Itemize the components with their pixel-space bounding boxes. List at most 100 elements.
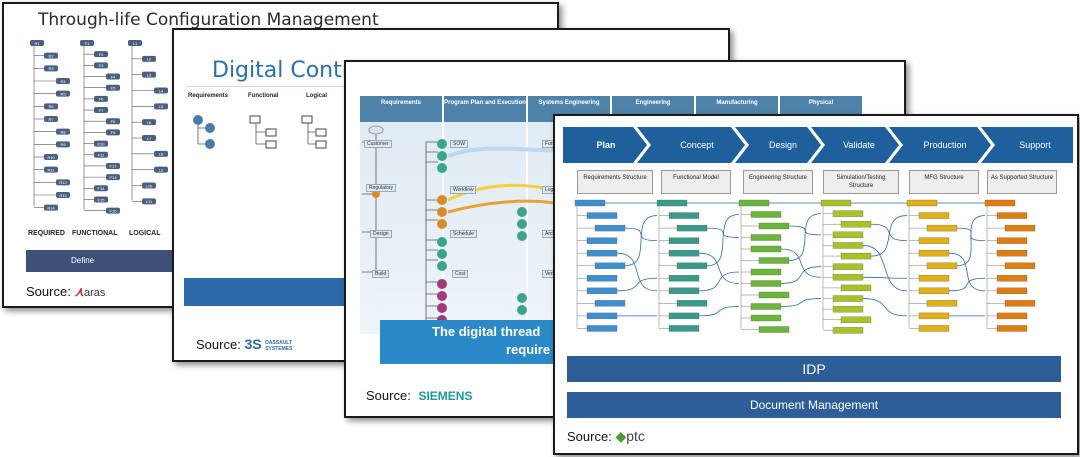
slide1-node — [106, 129, 120, 136]
slide2-blue-band — [184, 278, 356, 306]
slide2-col-requirements: Requirements — [188, 93, 229, 99]
slide1-node-label: R14 — [47, 205, 55, 210]
slide3-column-header: Requirements — [360, 96, 442, 122]
structure-node — [750, 314, 782, 322]
slide1-node — [128, 40, 142, 46]
structure-node — [926, 224, 958, 232]
slide3-node-label: Cost — [452, 270, 469, 278]
category-requirements-structure: Requirements Structure — [577, 170, 653, 194]
slide2-source-label: Source: — [196, 337, 241, 352]
slide1-node-label: L3 — [147, 72, 152, 77]
slide1-node-label: F13 — [110, 175, 118, 180]
slide1-title: Through-life Configuration Management — [38, 10, 379, 30]
structure-node — [996, 237, 1028, 244]
slide4-source: Source: ◆ptc — [567, 428, 645, 445]
slide2-col-logical: Logical — [306, 93, 328, 99]
structure-node — [586, 237, 618, 244]
siemens-logo-text: SIEMENS — [418, 389, 473, 403]
structure-node — [586, 325, 618, 332]
slide3-digital-thread-banner: The digital thread require — [380, 320, 580, 364]
structure-node — [668, 325, 700, 332]
slide1-node-label: L10 — [146, 183, 153, 188]
slide1-node-label: F5 — [111, 86, 116, 91]
slide1-node — [142, 55, 156, 62]
structure-node — [656, 199, 688, 207]
structure-node — [586, 212, 618, 219]
structure-node — [668, 287, 700, 294]
structure-node — [996, 287, 1028, 294]
category-engineering-structure: Engineering Structure — [743, 170, 813, 194]
structure-node — [574, 199, 606, 207]
structure-node — [758, 222, 790, 230]
dassault-logo-icon: 3S — [244, 336, 262, 352]
dassault-logo-text: DASSAULT SYSTEMES — [265, 340, 292, 352]
slide1-node-label: R13 — [59, 193, 67, 198]
slide1-node — [80, 40, 94, 46]
structure-node — [996, 325, 1028, 332]
structure-node — [918, 237, 950, 244]
structure-node — [668, 250, 700, 257]
slide3-node-label: SOW — [450, 140, 468, 148]
structure-node — [668, 312, 700, 320]
structure-node — [750, 303, 782, 310]
slide1-node-label: F12 — [110, 164, 118, 169]
slide1-node — [94, 62, 108, 69]
slide1-node-label: L2 — [147, 57, 152, 62]
slide1-node-label: R1 — [34, 41, 40, 46]
slide1-node-label: F1 — [85, 41, 90, 46]
slide1-node — [142, 135, 156, 141]
slide1-node-label: F8 — [111, 119, 116, 124]
slide1-node — [44, 204, 58, 211]
slide2-tree-diagram — [193, 115, 327, 149]
slide1-source-label: Source: — [26, 284, 71, 299]
slide1-node-label: L5 — [159, 104, 164, 109]
slide1-node — [56, 90, 70, 97]
structure-node — [750, 280, 782, 287]
slide1-node-label: F2 — [99, 52, 104, 57]
category-as-supported-structure: As Supported Structure — [987, 170, 1057, 194]
slide1-node-label: R6 — [48, 104, 54, 109]
slide3-node-label: Customer — [364, 140, 392, 148]
slide3-thread-diagram — [362, 125, 556, 342]
slide1-node-label: F15 — [98, 197, 106, 202]
slide1-node — [94, 196, 108, 203]
phase-design: Design — [768, 140, 797, 150]
phase-production: Production — [923, 140, 967, 150]
dassault-logo-line1: DASSAULT — [265, 339, 293, 346]
slide4-phase-chevrons — [563, 127, 1073, 163]
slide1-node-label: F9 — [111, 130, 116, 135]
structure-node — [1004, 224, 1036, 232]
slide1-node-label: F14 — [98, 186, 106, 191]
slide1-node — [154, 166, 168, 173]
category-functional-model: Functional Model — [661, 170, 731, 194]
structure-node — [918, 312, 950, 320]
structure-node — [676, 300, 708, 307]
slide1-node — [44, 166, 58, 173]
slide1-node — [56, 128, 70, 135]
slide1-node — [94, 107, 108, 114]
structure-node — [926, 300, 958, 307]
slide1-col-required: REQUIRED — [28, 230, 65, 237]
phase-plan: Plan — [596, 140, 616, 150]
structure-node — [840, 316, 872, 323]
structure-node — [594, 262, 626, 269]
structure-node — [906, 199, 938, 207]
slide1-node-label: F6 — [99, 97, 104, 102]
slide3-source: Source: SIEMENS — [366, 388, 472, 403]
slide1-node — [154, 87, 168, 94]
slide1-col-logical: LOGICAL — [129, 230, 161, 237]
slide1-node-label: L9 — [159, 167, 164, 172]
slide1-node-label: R11 — [47, 167, 55, 172]
structure-node — [668, 237, 700, 244]
structure-node — [668, 275, 700, 282]
structure-node — [832, 263, 864, 270]
slide1-node-label: L6 — [147, 120, 152, 125]
slide3-node-label: Schedule — [450, 230, 477, 238]
slide1-node — [44, 65, 58, 72]
structure-node — [918, 250, 950, 257]
structure-node — [918, 212, 950, 219]
slide1-node — [154, 150, 168, 157]
slide1-node — [56, 179, 70, 186]
structure-node — [594, 300, 626, 307]
slide3-banner-line2: require — [506, 342, 551, 357]
